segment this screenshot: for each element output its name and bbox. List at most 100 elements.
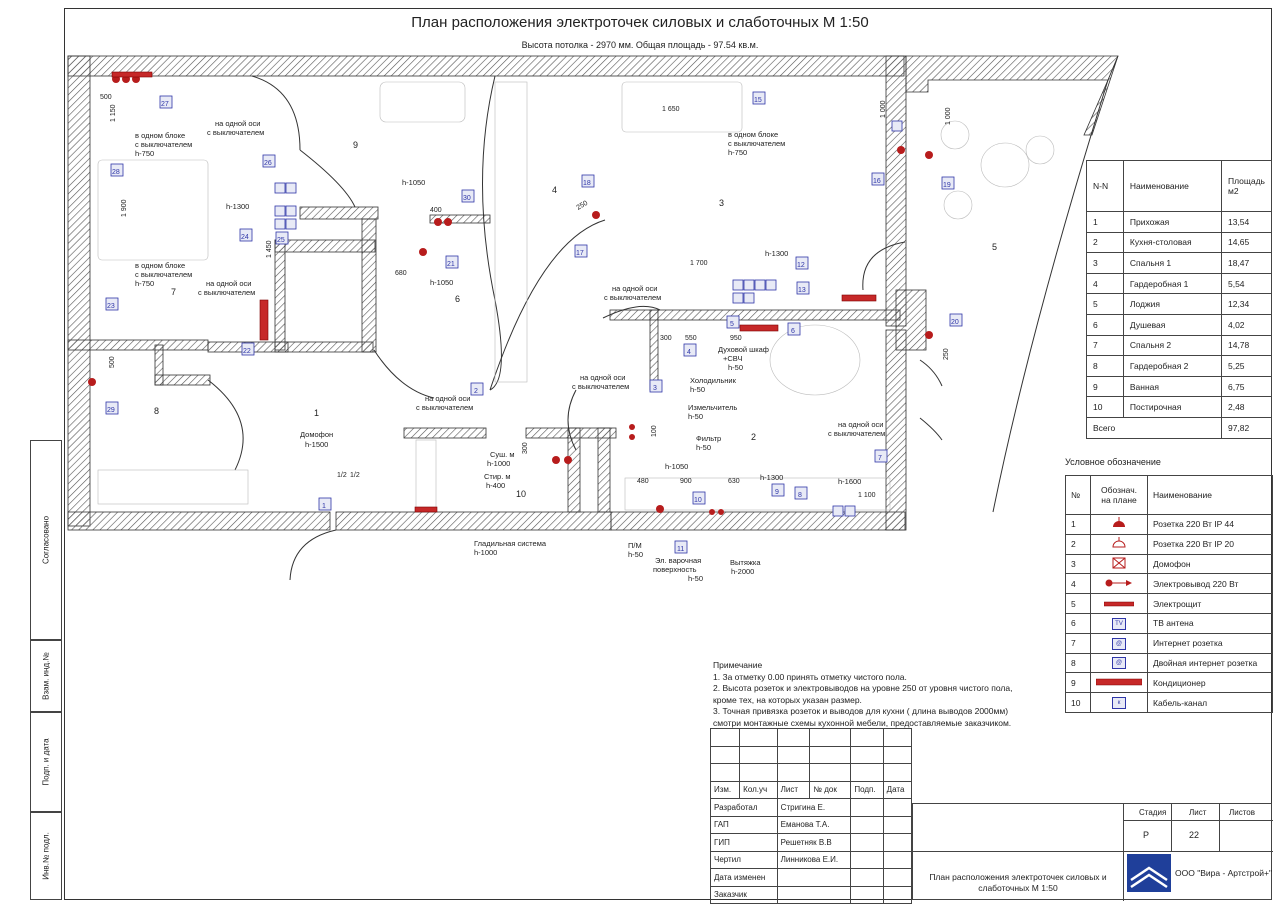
note: П/М xyxy=(628,541,642,550)
outlet xyxy=(709,509,715,515)
rooms-cell-num: 5 xyxy=(1086,293,1124,315)
intercom-icon xyxy=(1090,553,1148,575)
lv-block xyxy=(285,218,297,230)
legend-header-symbol: Обознач. на плане xyxy=(1090,475,1148,515)
rooms-cell-num: 4 xyxy=(1086,272,1124,295)
wall-east-b xyxy=(885,329,907,531)
wall-wardrobe-curve-b xyxy=(489,219,606,391)
legend-glyph: @ xyxy=(1112,657,1126,670)
stamp-divider xyxy=(1171,804,1172,851)
stamp-role: Разработал xyxy=(710,798,778,817)
electrical-panels xyxy=(111,71,877,513)
dimension: 1 450 xyxy=(266,240,273,258)
chair-2 xyxy=(1025,135,1055,165)
legend-cell-name: Домофон xyxy=(1147,553,1273,575)
note: h-400 xyxy=(486,481,505,490)
stamp-header: Подп. xyxy=(850,780,884,799)
dimension: 1 650 xyxy=(662,106,680,113)
note: с выключателем xyxy=(135,270,192,279)
door-swing-1 xyxy=(251,75,301,151)
legend-cell-num: 7 xyxy=(1065,632,1091,654)
dimensions: 500 1 150 1 900 1 450 500 680 400 1 650 … xyxy=(100,94,952,499)
wall-int-bath-top xyxy=(299,206,379,220)
marker-label: 26 xyxy=(264,160,272,167)
note: h-50 xyxy=(688,412,703,421)
note: поверхность xyxy=(653,565,697,574)
legend-cell-num: 4 xyxy=(1065,573,1091,595)
note-line: 3. Точная привязка розеток и выводов для… xyxy=(713,706,1009,717)
stamp-role: ГИП xyxy=(710,833,778,852)
wall-east-a xyxy=(885,55,907,327)
dimension: 500 xyxy=(100,94,112,101)
dimension: 1 150 xyxy=(110,104,117,122)
wall-bath-curve xyxy=(299,149,356,208)
wall-int-shower-b xyxy=(274,341,374,353)
rooms-header-num: N-N xyxy=(1086,160,1124,212)
legend-cell-name: Интернет розетка xyxy=(1147,632,1273,654)
side-stamp-signature: Подп. и дата xyxy=(30,712,62,812)
legend-glyph: TV xyxy=(1112,617,1126,630)
notes-title: Примечание xyxy=(713,660,763,670)
note: на одной оси xyxy=(838,420,883,429)
wall-int-kitchen-v xyxy=(649,309,659,391)
marker-label: 1 xyxy=(322,503,326,510)
note-line: 2. Высота розеток и электровыводов на ур… xyxy=(713,683,1013,694)
rooms-cell-num: 3 xyxy=(1086,252,1124,274)
note: h-1050 xyxy=(402,178,425,187)
rooms-cell-num: 6 xyxy=(1086,313,1124,336)
room-number: 3 xyxy=(719,198,724,208)
marker-label: 19 xyxy=(943,182,951,189)
note: h-1300 xyxy=(765,249,788,258)
door-swing-2 xyxy=(862,241,906,291)
dimension: 480 xyxy=(637,478,649,485)
socket-ip44 xyxy=(419,248,427,256)
socket-ip44 xyxy=(925,151,933,159)
room-number: 5 xyxy=(992,242,997,252)
dimension: 1 000 xyxy=(945,107,952,125)
note: h-750 xyxy=(728,148,747,157)
title-block: Изм. Кол.уч Лист № док Подп. Дата Разраб… xyxy=(709,728,913,904)
socket-ip44 xyxy=(925,331,933,339)
rooms-cell-area: 12,34 xyxy=(1220,293,1273,315)
room-number: 10 xyxy=(516,489,526,499)
wall-int-window xyxy=(895,289,927,351)
ac-unit xyxy=(841,294,877,302)
drawing-sheet-frame xyxy=(64,8,1272,900)
marker-label: 10 xyxy=(694,497,702,504)
note: в одном блоке xyxy=(135,261,185,270)
rooms-cell-area: 5,54 xyxy=(1220,272,1273,295)
note: с выключателем xyxy=(828,429,885,438)
marker-label: 16 xyxy=(873,178,881,185)
legend-cell-name: Электрощит xyxy=(1147,593,1273,614)
socket-ip44 xyxy=(592,211,600,219)
wall-int-laundry-v xyxy=(567,427,581,513)
note: на одной оси xyxy=(215,119,260,128)
rooms-cell-num: 7 xyxy=(1086,334,1124,357)
dimension: 300 xyxy=(660,335,672,342)
legend-row: 7@Интернет розетка xyxy=(1065,632,1273,654)
low-voltage xyxy=(274,120,903,517)
socket-ip44 xyxy=(88,378,96,386)
marker-label: 4 xyxy=(687,349,691,356)
room-number: 7 xyxy=(171,287,176,297)
dimension: 1 900 xyxy=(121,199,128,217)
stamp-drawing-name: План расположения электроточек силовых и… xyxy=(929,872,1107,893)
note: h-1600 xyxy=(838,477,861,486)
wall-south-left xyxy=(67,511,331,531)
marker-label: 15 xyxy=(754,97,762,104)
wall-int-v2 xyxy=(361,218,377,353)
curved-walls xyxy=(207,75,1109,581)
note: с выключателем xyxy=(135,140,192,149)
marker-label: 27 xyxy=(161,101,169,108)
wall-int-hall-w xyxy=(67,339,209,351)
stamp-sheet: 22 xyxy=(1189,830,1200,840)
rooms-cell-name: Кухня-столовая xyxy=(1122,231,1222,254)
note: h-50 xyxy=(628,550,643,559)
rooms-total-label: Всего xyxy=(1086,416,1222,439)
wall-int-v1 xyxy=(274,239,286,351)
marker-label: 8 xyxy=(798,492,802,499)
socket-ip44-icon xyxy=(1090,514,1148,535)
wall-loggia-north xyxy=(905,55,1119,93)
note: с выключателем xyxy=(604,293,661,302)
